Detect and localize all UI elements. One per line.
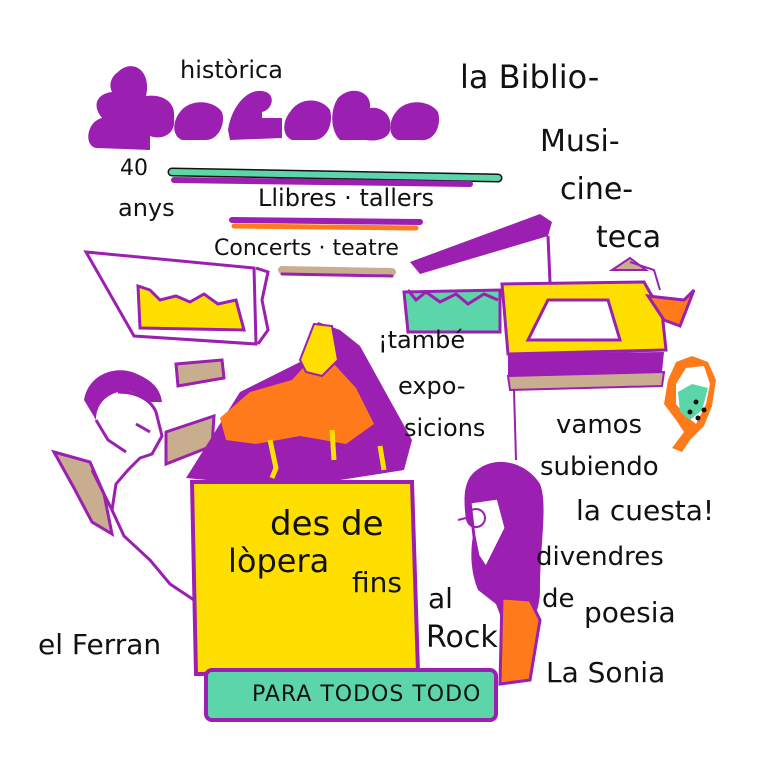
central-mountain-drawing — [186, 322, 412, 486]
teca-label: teca — [596, 220, 662, 255]
de-poesia-poesia-label: poesia — [584, 596, 676, 629]
vamos-label: vamos — [556, 410, 643, 440]
pink-stroke — [229, 217, 423, 225]
concerts-teatre-label: Concerts · teatre — [214, 236, 399, 261]
la-cuesta-label: la cuesta! — [576, 494, 715, 527]
para-todos-banner-text: PARA TODOS TODO — [252, 682, 482, 707]
historic-label: històrica — [180, 56, 283, 84]
llibres-tallers-label: Llibres · tallers — [258, 184, 435, 212]
rock-label: Rock — [426, 620, 498, 655]
tan-stroke — [278, 266, 396, 276]
decorative-blob — [664, 356, 716, 452]
sicions-label: sicions — [404, 414, 486, 442]
la-sonia-label: La Sonia — [546, 656, 666, 689]
biblio-label: la Biblio- — [460, 58, 600, 96]
banner-background — [204, 668, 498, 722]
tambe-label: ¡també — [378, 326, 466, 354]
musi-label: Musi- — [540, 124, 620, 159]
purple-stroke — [171, 177, 473, 187]
kafka-logo: kafka — [88, 66, 440, 150]
ferran-label: el Ferran — [38, 628, 162, 661]
de-poesia-de-label: de — [542, 584, 575, 614]
projector-drawing — [402, 214, 696, 461]
expo-label: expo- — [398, 372, 466, 400]
anys-word: anys — [118, 194, 175, 222]
subiendo-label: subiendo — [540, 452, 659, 482]
divendres-label: divendres — [536, 542, 664, 572]
lopera-label: lòpera — [228, 542, 330, 580]
anys-number: 40 — [120, 156, 148, 181]
al-label: al — [428, 582, 453, 615]
left-window-drawing — [50, 250, 270, 538]
sonia-portrait — [457, 461, 544, 686]
fins-label: fins — [352, 566, 402, 599]
des-de-label: des de — [270, 504, 384, 544]
cine-label: cine- — [560, 172, 634, 207]
